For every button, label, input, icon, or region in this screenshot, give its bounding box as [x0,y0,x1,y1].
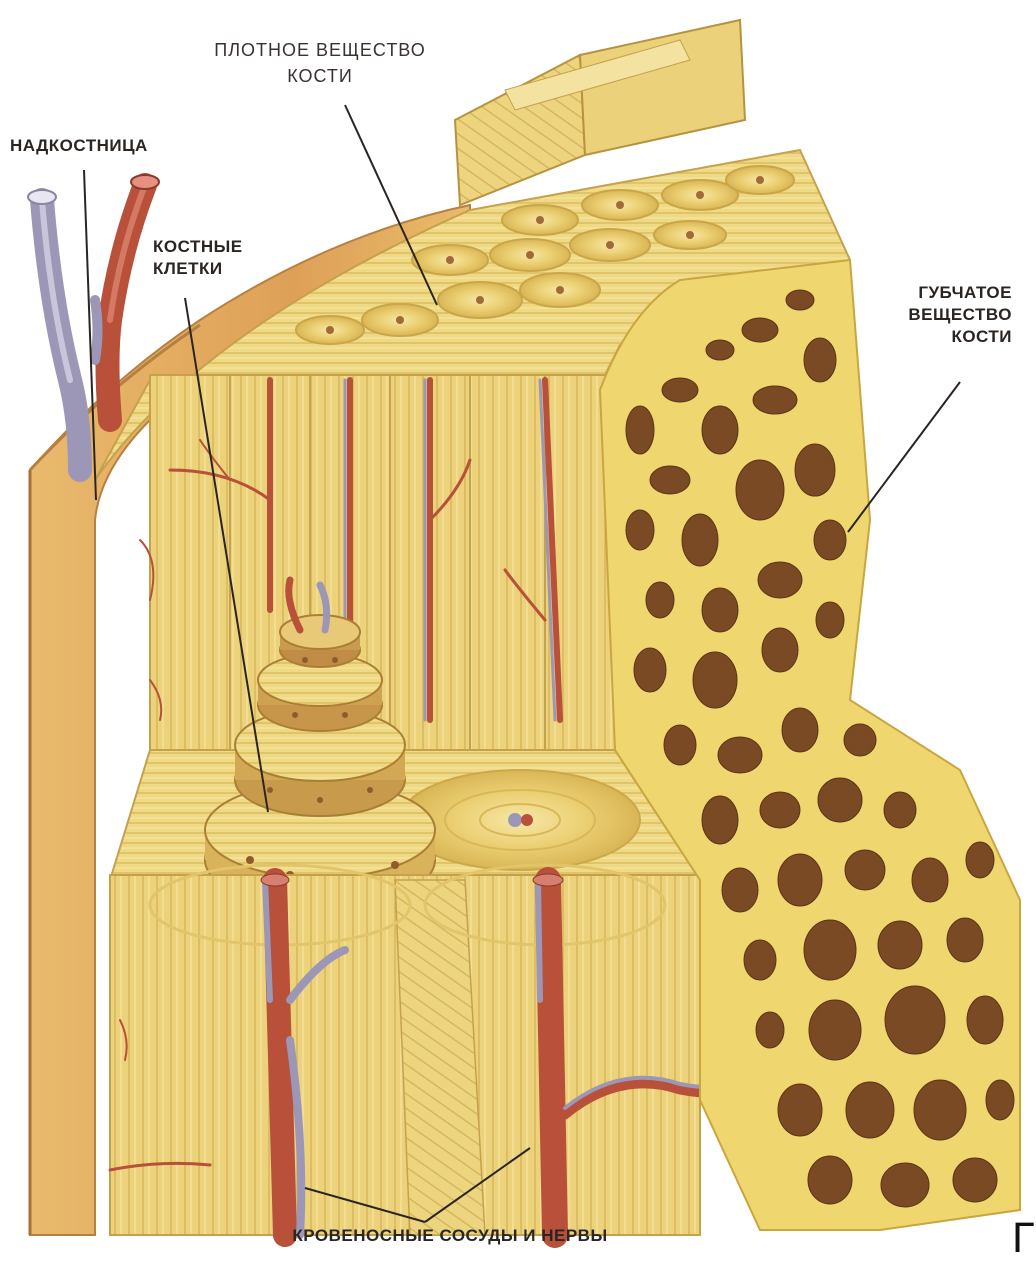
spongy-bone-label-line2: ВЕЩЕСТВО [852,305,1012,325]
vessels-nerves-label: КРОВЕНОСНЫЕ СОСУДЫ И НЕРВЫ [200,1226,700,1246]
spongy-bone-label-line3: КОСТИ [852,327,1012,347]
periosteum-label: НАДКОСТНИЦА [10,136,148,156]
compact-bone-label-line2: КОСТИ [170,66,470,86]
bone-cells-label-line1: КОСТНЫЕ [153,237,243,257]
corner-letter: Г [1012,1219,1036,1259]
bone-cells-label: КОСТНЫЕ КЛЕТКИ [153,237,243,279]
compact-bone-label-line1: ПЛОТНОЕ ВЕЩЕСТВО [170,40,470,60]
spongy-bone-label-line1: ГУБЧАТОЕ [852,283,1012,303]
compact-bone-label: ПЛОТНОЕ ВЕЩЕСТВО КОСТИ [170,40,470,86]
spongy-bone-label: ГУБЧАТОЕ ВЕЩЕСТВО КОСТИ [852,283,1012,347]
bone-cells-label-line2: КЛЕТКИ [153,259,243,279]
